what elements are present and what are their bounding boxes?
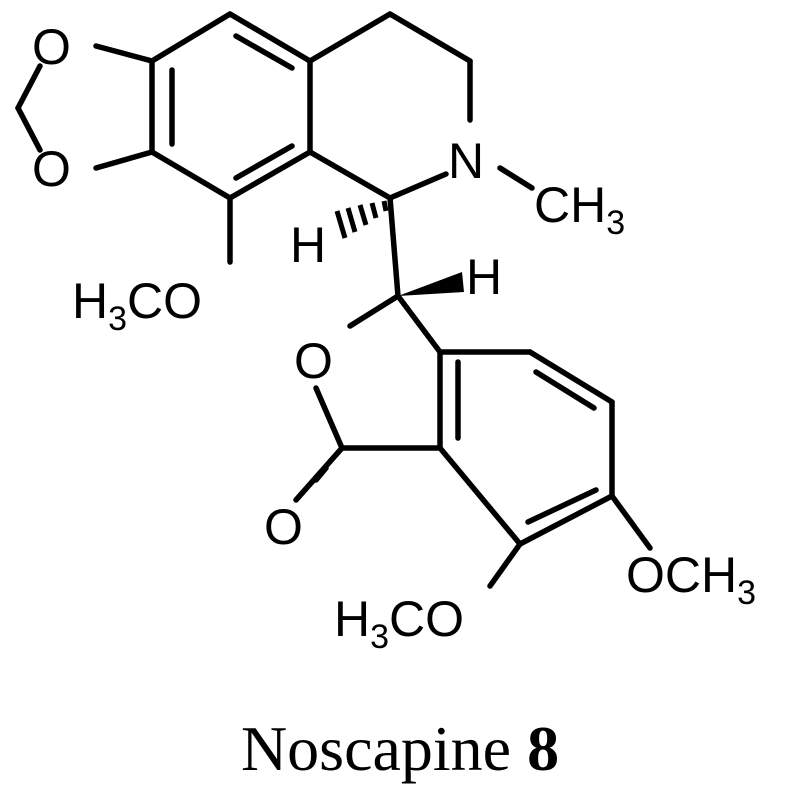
atom-n: N	[448, 133, 484, 189]
bond	[347, 293, 401, 329]
atom-o-dioxole-top: O	[32, 19, 71, 75]
bond	[395, 293, 443, 355]
atom-h-c1: H	[290, 217, 326, 273]
bond	[313, 385, 345, 451]
bond	[437, 445, 523, 547]
hashed-wedge	[334, 200, 389, 239]
methoxy-right-label: OCH3	[626, 547, 756, 612]
bond	[497, 165, 535, 191]
bond	[149, 11, 233, 64]
compound-caption: Noscapine 8	[0, 712, 800, 786]
bond	[149, 149, 233, 201]
bond	[387, 195, 401, 299]
bond	[387, 11, 473, 64]
methoxy-left-label: H3CO	[72, 273, 202, 338]
bond	[93, 43, 155, 64]
bond	[15, 63, 43, 111]
atom-o-carbonyl: O	[264, 499, 303, 555]
solid-wedge	[398, 272, 464, 296]
atom-o-lactone: O	[294, 333, 333, 389]
bond	[233, 143, 295, 181]
bond	[387, 171, 449, 201]
bond	[525, 487, 599, 525]
bond	[609, 493, 653, 551]
atom-o-dioxole-bottom: O	[32, 141, 71, 197]
stereo-bonds	[334, 200, 464, 296]
bond	[517, 493, 615, 547]
bond	[233, 33, 295, 71]
bond	[15, 105, 43, 153]
bond	[533, 369, 597, 411]
bond	[313, 465, 329, 483]
bonds	[15, 11, 653, 589]
compound-name: Noscapine	[240, 713, 512, 784]
methoxy-bottom-label: H3CO	[334, 591, 464, 656]
atom-h-c9: H	[466, 249, 502, 305]
bond	[227, 149, 313, 201]
bond	[487, 541, 523, 589]
n-methyl-label: CH3	[534, 177, 625, 242]
bond	[93, 149, 155, 171]
bond	[307, 11, 393, 64]
compound-number: 8	[527, 713, 560, 784]
bond	[527, 349, 615, 405]
bond	[307, 149, 393, 201]
atom-labels: O O N CH3 H H H3CO O O OCH3 H3CO	[32, 19, 756, 656]
bond	[227, 11, 313, 64]
